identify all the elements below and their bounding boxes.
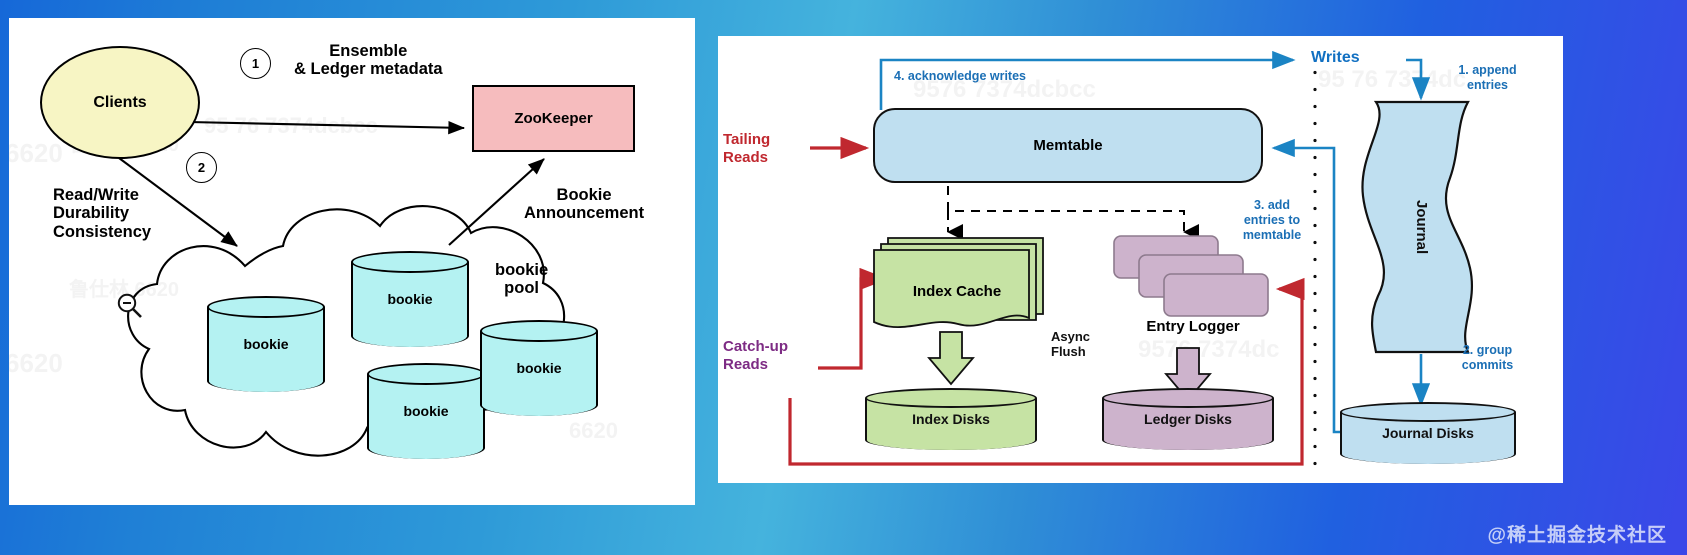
bookie-cylinder-1[interactable]: bookie: [207, 296, 325, 392]
bookie-cylinder-4[interactable]: bookie: [480, 320, 598, 416]
ledger-disks-node[interactable]: Ledger Disks: [1102, 388, 1274, 450]
index-cache-label-text: Index Cache: [912, 282, 1002, 300]
bookie-announcement-label: Bookie Announcement: [524, 186, 645, 223]
memtable-label: Memtable: [1033, 137, 1103, 154]
watermark: 6620: [9, 138, 63, 168]
ensemble-ledger-metadata-label: Ensemble & Ledger metadata: [294, 42, 443, 79]
cylinder-top: [367, 363, 485, 385]
disk-top: [1340, 402, 1516, 422]
cylinder-cap: [482, 394, 596, 416]
tailing-reads-label: Tailing Reads: [723, 131, 771, 166]
cylinder-top: [207, 296, 325, 318]
writes-label: Writes: [1311, 49, 1360, 66]
cylinder-cap: [209, 370, 323, 392]
right-diagram-panel: 9576 7374dcbcc 95 76 7374dc 9576 7374dc: [718, 36, 1563, 483]
watermark: 6620: [569, 418, 618, 443]
bookie-label: bookie: [403, 403, 449, 419]
bookie-cylinder-3[interactable]: bookie: [367, 363, 485, 459]
step-1-number: 1: [251, 56, 260, 71]
catchup-reads-label: Catch-up Reads: [723, 338, 788, 373]
cylinder-top: [351, 251, 469, 273]
cylinder-cap: [353, 325, 467, 347]
zookeeper-node[interactable]: ZooKeeper: [472, 85, 635, 152]
cylinder-body: [351, 262, 469, 336]
entry-logger-label-text: Entry Logger: [1146, 318, 1240, 335]
watermark: 6620: [9, 348, 63, 378]
watermark: 鲁仕林 6620: [69, 279, 180, 301]
cylinder-body: [367, 374, 485, 448]
ledger-disks-label: Ledger Disks: [1144, 411, 1232, 427]
cylinder-top: [480, 320, 598, 342]
bookie-label: bookie: [387, 291, 433, 307]
watermark: 95 76 7374dcbcc: [204, 113, 378, 138]
step-4-label: 4. acknowledge writes: [894, 69, 1026, 83]
journal-label-text: Journal: [1413, 199, 1430, 255]
disk-cap: [1342, 444, 1514, 464]
cylinder-body: [207, 307, 325, 381]
zookeeper-label: ZooKeeper: [514, 110, 593, 127]
index-disks-label: Index Disks: [912, 411, 990, 427]
bookie-pool-label: bookie pool: [495, 261, 549, 298]
entry-logger-node-label: Entry Logger: [1103, 318, 1283, 335]
journal-disks-label: Journal Disks: [1382, 425, 1474, 441]
step-1-label: 1. append entries: [1458, 63, 1517, 92]
index-cache-node-label: Index Cache: [873, 254, 1041, 328]
bookie-label: bookie: [516, 360, 562, 376]
step-2-number: 2: [197, 160, 206, 175]
bookie-label: bookie: [243, 336, 289, 352]
read-write-durability-label: Read/Write Durability Consistency: [53, 186, 152, 241]
watermark: 9576 7374dc: [1138, 336, 1280, 363]
site-watermark: @稀土掘金技术社区: [1487, 525, 1667, 546]
index-disks-node[interactable]: Index Disks: [865, 388, 1037, 450]
async-flush-label: Async Flush: [1051, 329, 1091, 360]
cylinder-body: [480, 331, 598, 405]
step-2-badge: 2: [186, 152, 217, 183]
journal-disks-node[interactable]: Journal Disks: [1340, 402, 1516, 464]
cylinder-cap: [369, 437, 483, 459]
dotted-divider: [1313, 64, 1317, 476]
disk-cap: [1104, 430, 1272, 450]
journal-node-label: Journal: [1374, 102, 1469, 352]
clients-node[interactable]: Clients: [40, 46, 200, 159]
step-2-label: 2. group commits: [1461, 343, 1514, 372]
memtable-node[interactable]: Memtable: [873, 108, 1263, 183]
disk-top: [1102, 388, 1274, 408]
left-diagram-panel: 6620 鲁仕林 6620 95 76 7374dcbcc 6620 鲁仕林 6…: [9, 18, 695, 505]
step-1-badge: 1: [240, 48, 271, 79]
bookie-cylinder-2[interactable]: bookie: [351, 251, 469, 347]
disk-top: [865, 388, 1037, 408]
disk-cap: [867, 430, 1035, 450]
step-3-label: 3. add entries to memtable: [1242, 198, 1302, 242]
clients-label: Clients: [93, 93, 147, 111]
